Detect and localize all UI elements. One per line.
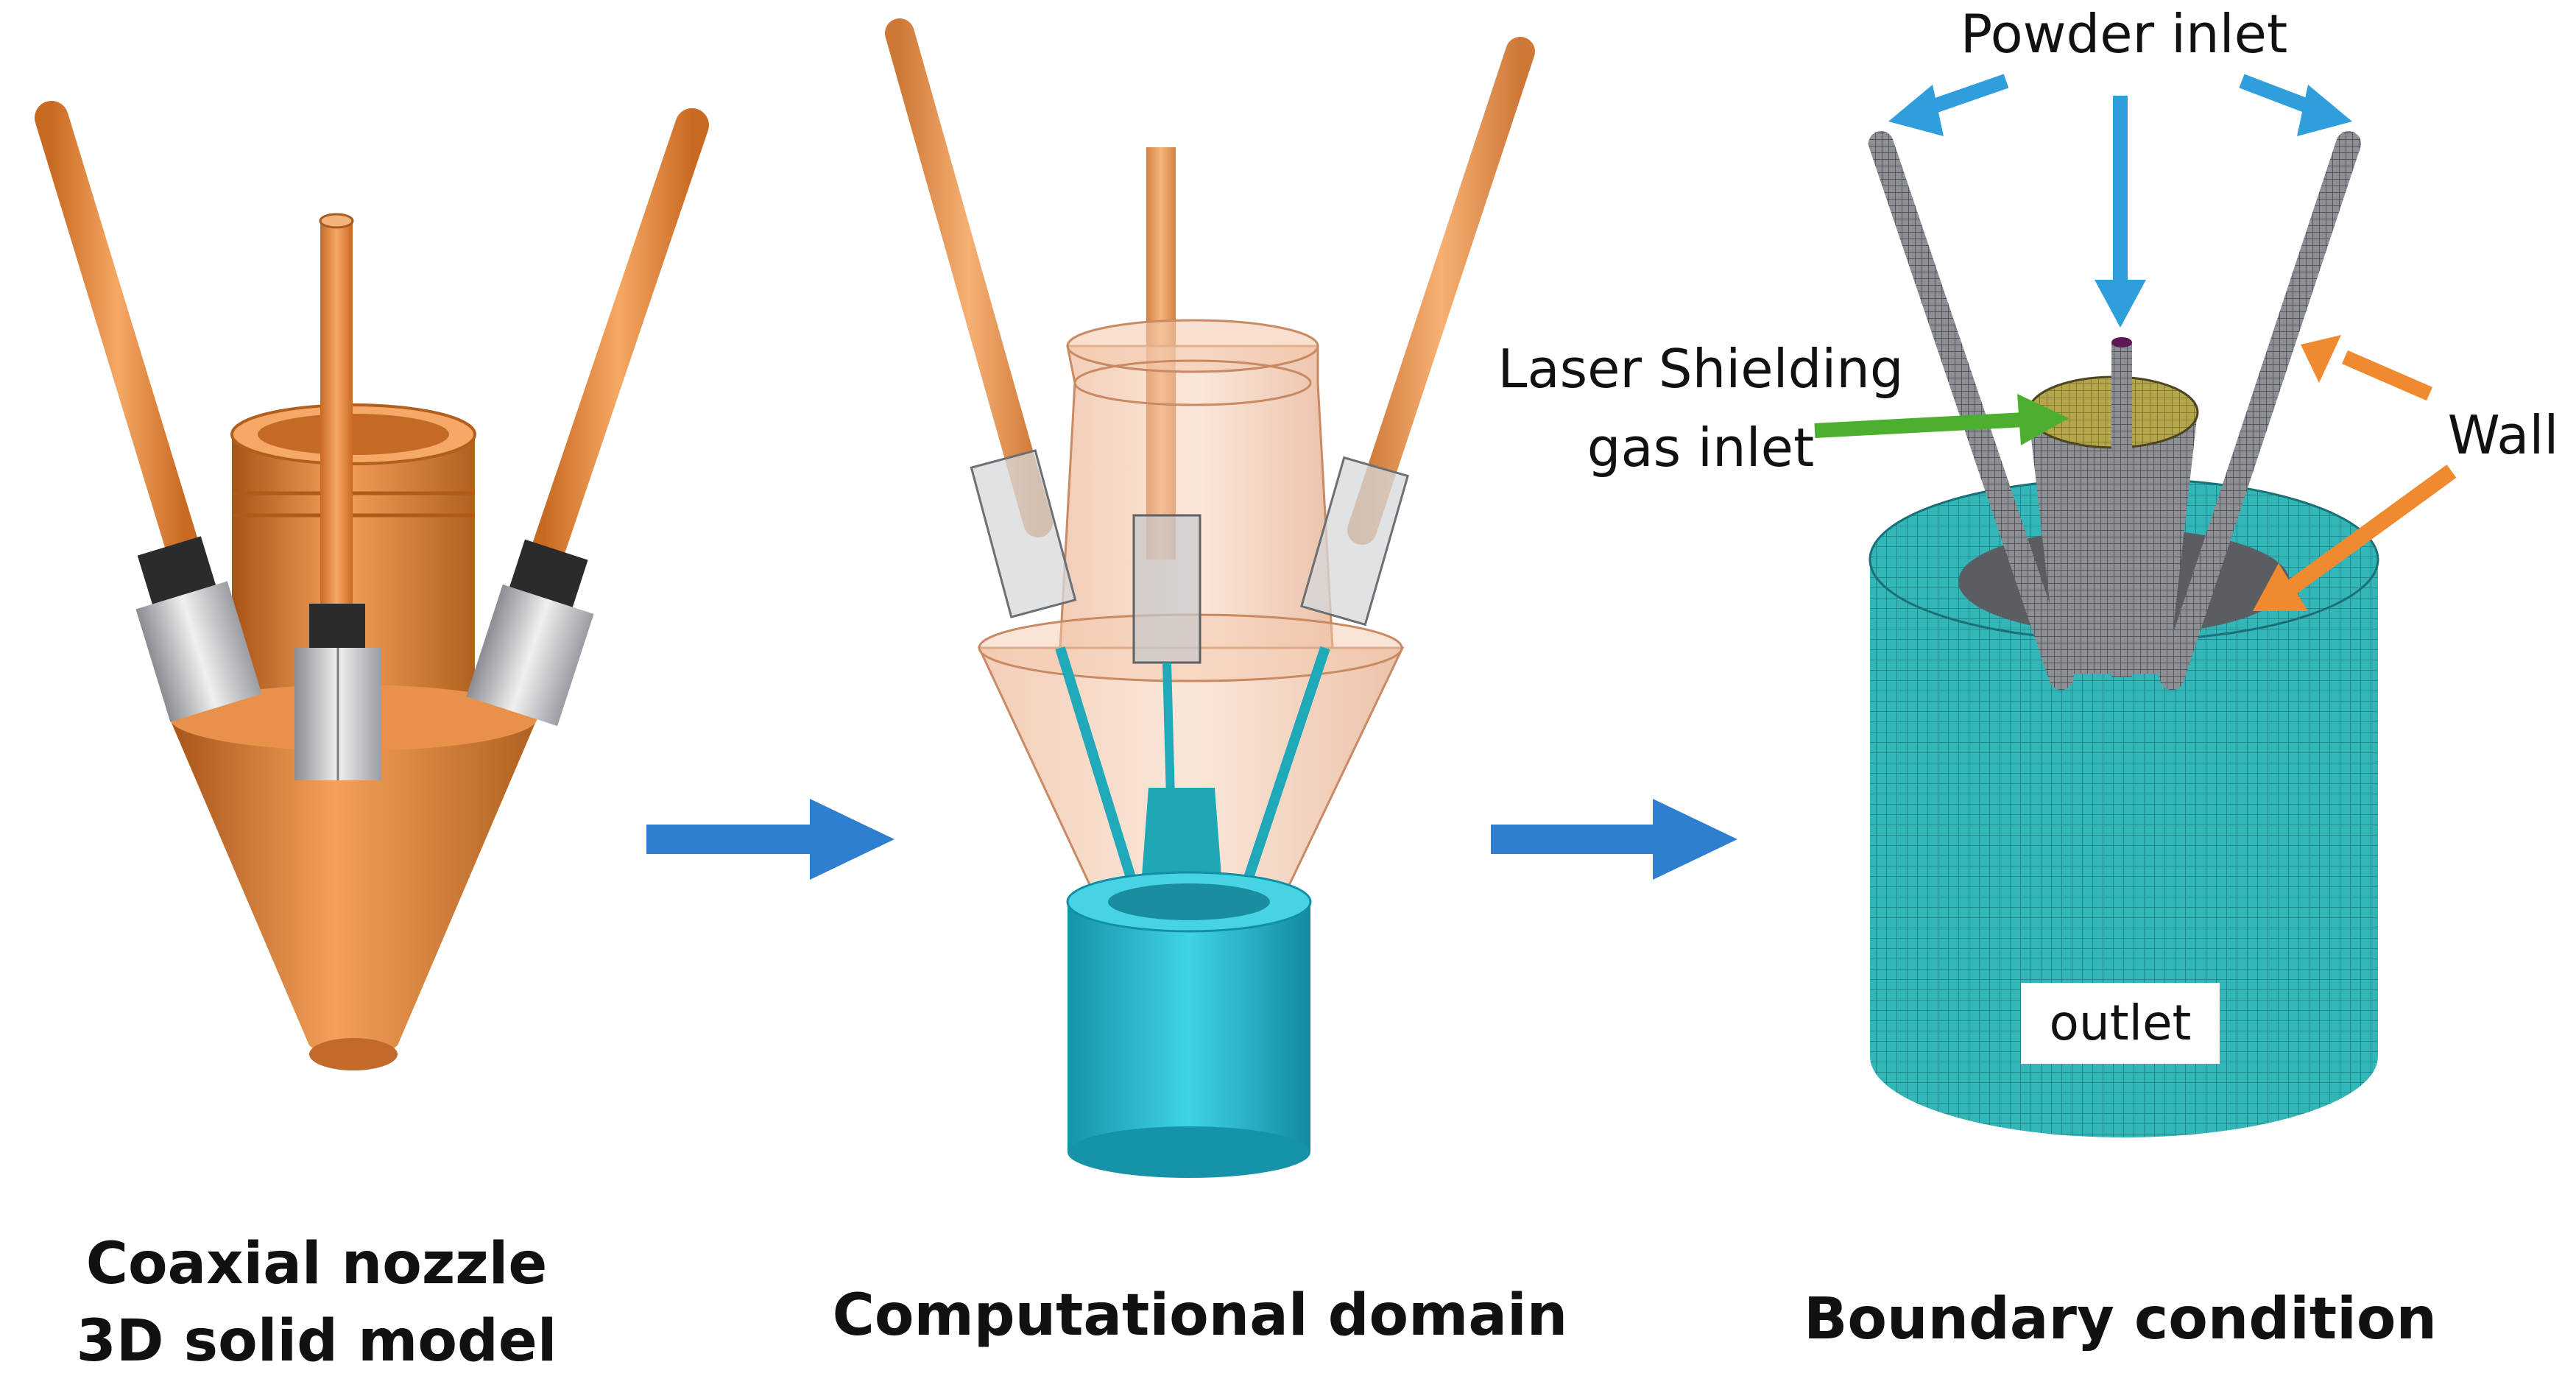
right-tube-transparent xyxy=(1347,37,1535,545)
outlet-label: outlet xyxy=(2021,983,2220,1064)
powder-inlet-arrow-down xyxy=(2095,280,2146,328)
wall-arrow-inner xyxy=(2253,563,2308,611)
flow-arrow-1 xyxy=(646,799,894,880)
left-fitting-transparent xyxy=(970,449,1077,618)
left-tube-transparent xyxy=(885,18,1053,537)
left-powder-tube xyxy=(35,101,201,569)
center-fitting xyxy=(294,604,381,780)
center-powder-inlet-face xyxy=(2111,337,2132,347)
computational-domain-model xyxy=(885,18,1535,1178)
left-powder-tube-mesh xyxy=(1869,131,2074,690)
wall-label: Wall xyxy=(2447,404,2559,466)
powder-inlet-arrow-left xyxy=(1888,85,1944,136)
center-fitting-transparent xyxy=(1132,514,1201,664)
coaxial-nozzle-model xyxy=(35,101,709,1070)
gas-inlet-arrow xyxy=(2017,394,2069,445)
right-powder-tube-mesh xyxy=(2159,131,2361,690)
caption-panel-1-line-1: Coaxial nozzle xyxy=(85,1231,548,1297)
powder-inlet-label: Powder inlet xyxy=(1960,3,2288,65)
right-fitting-transparent xyxy=(1299,456,1410,627)
gas-inlet-label: gas inlet xyxy=(1587,417,1815,479)
laser-shielding-label: Laser Shielding xyxy=(1497,338,1904,400)
wall-arrow-tube xyxy=(2301,335,2341,383)
right-fitting xyxy=(466,539,594,727)
right-powder-tube xyxy=(528,108,709,576)
left-fitting xyxy=(135,536,262,722)
outlet-cylinder-domain xyxy=(1068,902,1310,1152)
powder-inlet-arrow-right xyxy=(2297,85,2352,136)
caption-panel-3: Boundary condition xyxy=(1803,1286,2438,1352)
nozzle-cone xyxy=(169,718,537,1064)
caption-panel-1-line-2: 3D solid model xyxy=(76,1308,557,1374)
annotation-arrows xyxy=(1814,74,2457,611)
center-powder-tube xyxy=(320,221,353,618)
flow-arrow-2 xyxy=(1491,799,1737,880)
caption-panel-2: Computational domain xyxy=(832,1282,1568,1349)
